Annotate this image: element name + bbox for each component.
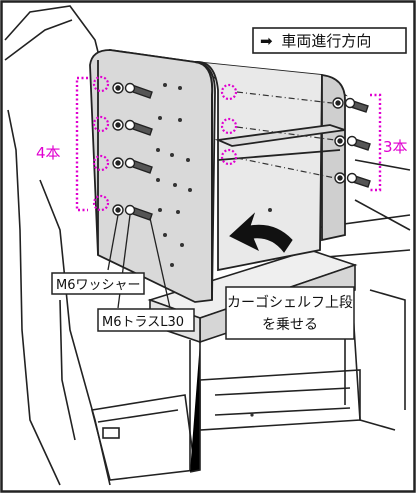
right-count-label: 3本 [383, 138, 408, 156]
screw-label: M6トラスL30 [102, 315, 184, 330]
right-screw-2 [334, 135, 371, 151]
right-screws [332, 97, 371, 188]
direction-label: 車両進行方向 [281, 32, 371, 50]
upper-cargo-shelf [89, 48, 348, 303]
left-screws [112, 82, 153, 221]
direction-box [252, 27, 407, 54]
panel-holes [156, 83, 272, 417]
left-screw-3 [112, 157, 153, 174]
right-screw-1 [332, 97, 369, 113]
left-count-label: 4本 [36, 144, 61, 162]
washer-label-box [51, 272, 145, 295]
washer-label: M6ワッシャー [56, 278, 141, 293]
svg-text:➡ 車両進行方向: ➡ 車両進行方向 [260, 32, 371, 50]
right-hole-markers [220, 83, 238, 166]
right-screw-3 [334, 172, 371, 188]
left-hole-markers [92, 75, 110, 212]
left-count-bracket [75, 76, 88, 212]
right-count-bracket [370, 93, 382, 192]
action-label-box [225, 286, 355, 340]
screw-label-box [97, 308, 195, 332]
placement-arrow [229, 212, 293, 253]
left-screw-2 [112, 119, 153, 136]
direction-arrow-icon: ➡ [260, 32, 273, 50]
action-label-line1: カーゴシェルフ上段 [227, 294, 353, 311]
left-screw-1 [112, 82, 153, 99]
action-label-line2: を乗せる [262, 317, 318, 333]
right-guide-lines [236, 91, 336, 179]
left-screw-4 [112, 204, 153, 221]
van-interior [4, 5, 411, 486]
